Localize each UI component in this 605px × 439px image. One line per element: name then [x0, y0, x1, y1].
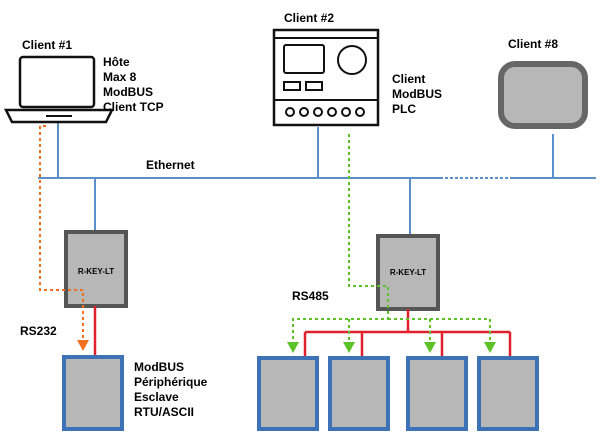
client1-info-line-3: ModBUS	[103, 85, 153, 99]
rs232-dotted-path	[39, 125, 84, 346]
slave-device-3	[406, 356, 468, 431]
rs485-label: RS485	[292, 289, 329, 303]
client1-title: Client #1	[22, 38, 73, 52]
rs485-arrow-4	[484, 342, 496, 353]
slave-device-4	[477, 356, 539, 431]
gateway-left-device: R-KEY-LT	[64, 230, 128, 308]
rs232-label: RS232	[20, 324, 57, 338]
slave-device-rs232	[62, 355, 124, 431]
gateway-right-device: R-KEY-LT	[376, 234, 440, 311]
client1-info-line-2: Max 8	[103, 70, 137, 84]
slave-info-line-4: RTU/ASCII	[134, 405, 194, 419]
rs485-arrow-3	[424, 342, 436, 353]
client2-info-line-3: PLC	[392, 102, 416, 116]
client2-title: Client #2	[284, 11, 335, 25]
client1-info-line-4: Client TCP	[103, 100, 164, 114]
slave-device-1	[257, 356, 319, 431]
gateway-right-label: R-KEY-LT	[390, 268, 426, 277]
ethernet-label: Ethernet	[146, 158, 195, 172]
slave-info-line-3: Esclave	[134, 390, 179, 404]
plc-icon	[272, 28, 380, 127]
screen-icon	[498, 61, 588, 129]
gateway-left-label: R-KEY-LT	[78, 267, 114, 276]
rs485-arrow-2	[343, 342, 355, 353]
client1-info-line-1: Hôte	[103, 55, 130, 69]
slave-info-line-1: ModBUS	[134, 360, 184, 374]
slave-device-2	[328, 356, 390, 431]
slave-info-line-2: Périphérique	[134, 375, 208, 389]
rs485-dotted-path	[292, 134, 389, 344]
laptop-icon	[3, 55, 115, 124]
client2-info: Client ModBUS PLC	[392, 72, 442, 117]
client8-title: Client #8	[508, 37, 559, 51]
slave-info: ModBUS Périphérique Esclave RTU/ASCII	[134, 360, 207, 420]
rs485-arrow-1	[287, 342, 299, 353]
client2-info-line-2: ModBUS	[392, 87, 442, 101]
client1-info: Hôte Max 8 ModBUS Client TCP	[103, 55, 164, 115]
client2-info-line-1: Client	[392, 72, 426, 86]
rs232-arrow	[77, 340, 89, 351]
